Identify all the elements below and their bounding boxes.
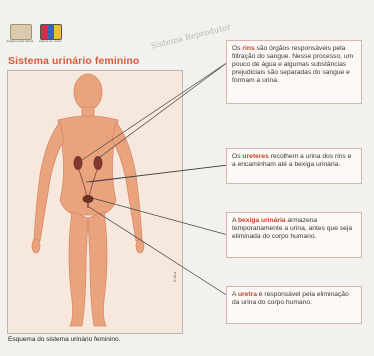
callout-ureters: Os ureteres recolhem a urina dos rins e … — [226, 148, 362, 184]
illustration-credit: K Anz — [172, 272, 177, 282]
callout-term: ureteres — [242, 153, 268, 160]
callout-term: bexiga urinária — [238, 217, 286, 224]
callout-text: Os — [232, 153, 242, 160]
callout-term: uretra — [238, 291, 257, 298]
callout-term: rins — [242, 45, 254, 52]
figure-caption: Esquema do sistema urinário feminino. — [8, 336, 120, 343]
callout-kidneys: Os rins são órgãos responsáveis pela fil… — [226, 40, 362, 104]
callout-bladder: A bexiga urinária armazena temporariamen… — [226, 212, 362, 258]
left-kidney — [74, 156, 83, 170]
callout-text: Os — [232, 45, 242, 52]
callout-urethra: A uretra é responsável pela eliminação d… — [226, 286, 362, 324]
bladder — [83, 195, 94, 203]
